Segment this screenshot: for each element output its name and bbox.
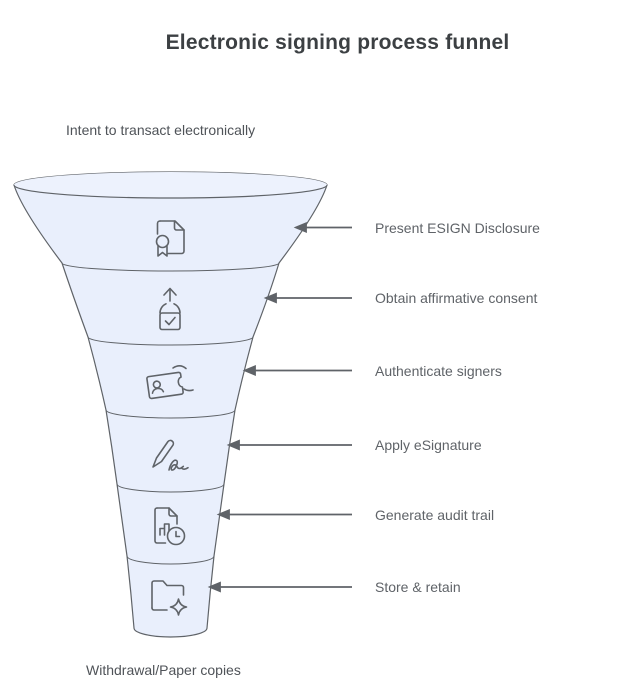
connector-arrow bbox=[263, 292, 352, 304]
divider-line bbox=[87, 336, 254, 346]
arrowhead-icon bbox=[226, 439, 240, 451]
certificate-document-icon bbox=[155, 220, 185, 257]
connector-arrow bbox=[293, 221, 352, 234]
step-label-obtain-affirmative-consent: Obtain affirmative consent bbox=[375, 290, 538, 306]
signature-pen-icon bbox=[152, 439, 189, 471]
step-label-store-and-retain: Store & retain bbox=[375, 579, 461, 595]
arrowhead-icon bbox=[216, 508, 230, 521]
divider-line bbox=[61, 262, 280, 272]
connector-arrow bbox=[242, 364, 352, 377]
connector-arrow bbox=[226, 439, 352, 451]
funnel-rim-line bbox=[13, 184, 328, 199]
funnel-exit-label: Withdrawal/Paper copies bbox=[86, 662, 241, 678]
step-label-authenticate-signers: Authenticate signers bbox=[375, 363, 502, 379]
divider-line bbox=[105, 409, 236, 419]
funnel-body bbox=[13, 171, 328, 638]
divider-line bbox=[126, 555, 215, 565]
funnel-mouth bbox=[14, 172, 327, 198]
connector-arrow bbox=[216, 508, 352, 521]
arrowhead-icon bbox=[242, 364, 256, 377]
step-label-generate-audit-trail: Generate audit trail bbox=[375, 507, 495, 523]
folder-sparkle-icon bbox=[151, 580, 188, 616]
connector-arrows bbox=[207, 221, 352, 593]
page-title: Electronic signing process funnel bbox=[165, 31, 510, 54]
arrowhead-icon bbox=[207, 581, 221, 593]
step-label-present-esign-disclosure: Present ESIGN Disclosure bbox=[375, 220, 540, 236]
arrowhead-icon bbox=[263, 292, 277, 304]
consent-upload-check-icon bbox=[159, 287, 181, 331]
step-label-apply-esignature: Apply eSignature bbox=[375, 437, 482, 453]
audit-report-clock-icon bbox=[154, 507, 186, 546]
arrowhead-icon bbox=[293, 221, 307, 234]
divider-line bbox=[116, 483, 225, 493]
funnel-entry-label: Intent to transact electronically bbox=[66, 122, 256, 138]
funnel-segment-dividers bbox=[61, 262, 280, 565]
id-card-in-hand-icon bbox=[146, 365, 194, 400]
connector-arrow bbox=[207, 581, 352, 593]
